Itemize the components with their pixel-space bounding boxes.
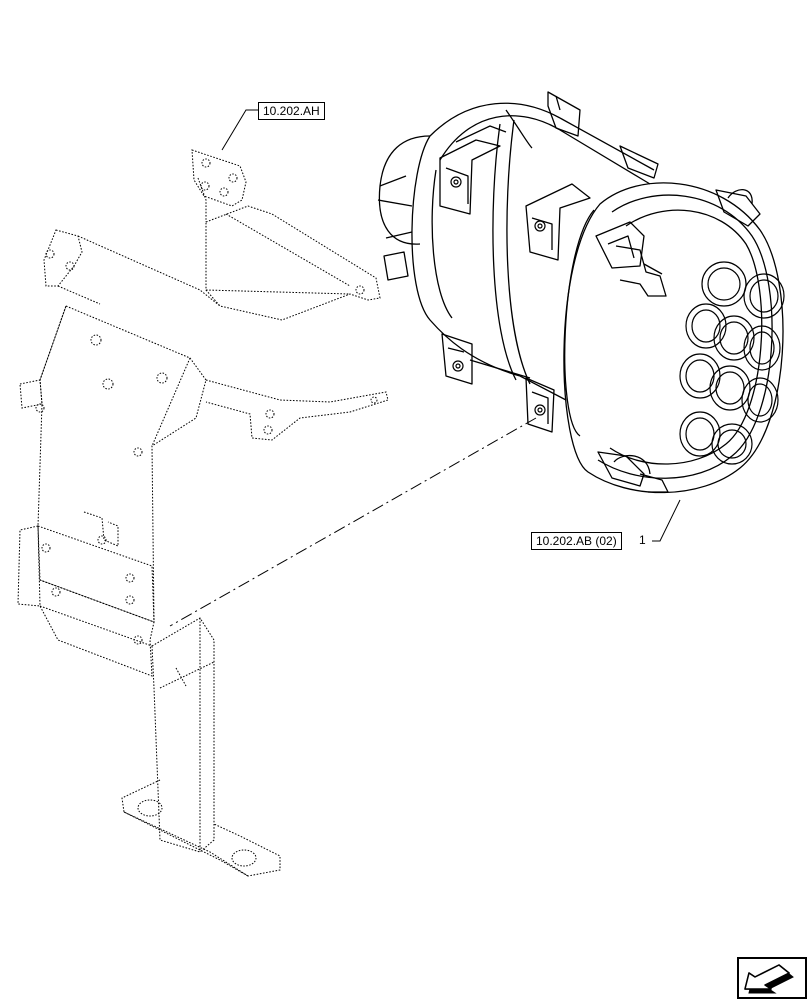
next-page-arrow-icon [744,964,794,994]
callout-item-1: 1 [639,533,646,547]
bracket-holes [35,158,378,867]
alignment-line [169,417,537,627]
reference-10-202-ah[interactable]: 10.202.AH [258,102,325,120]
mounting-bracket [17,149,389,877]
next-page-button[interactable] [737,957,807,999]
reference-10-202-ab-02[interactable]: 10.202.AB (02) [531,532,622,550]
filter-tubes [679,261,785,465]
leader-item-1 [652,499,681,542]
air-filter-housing [377,91,784,494]
leader-10-202-ah [221,109,258,151]
bolts [450,176,546,416]
